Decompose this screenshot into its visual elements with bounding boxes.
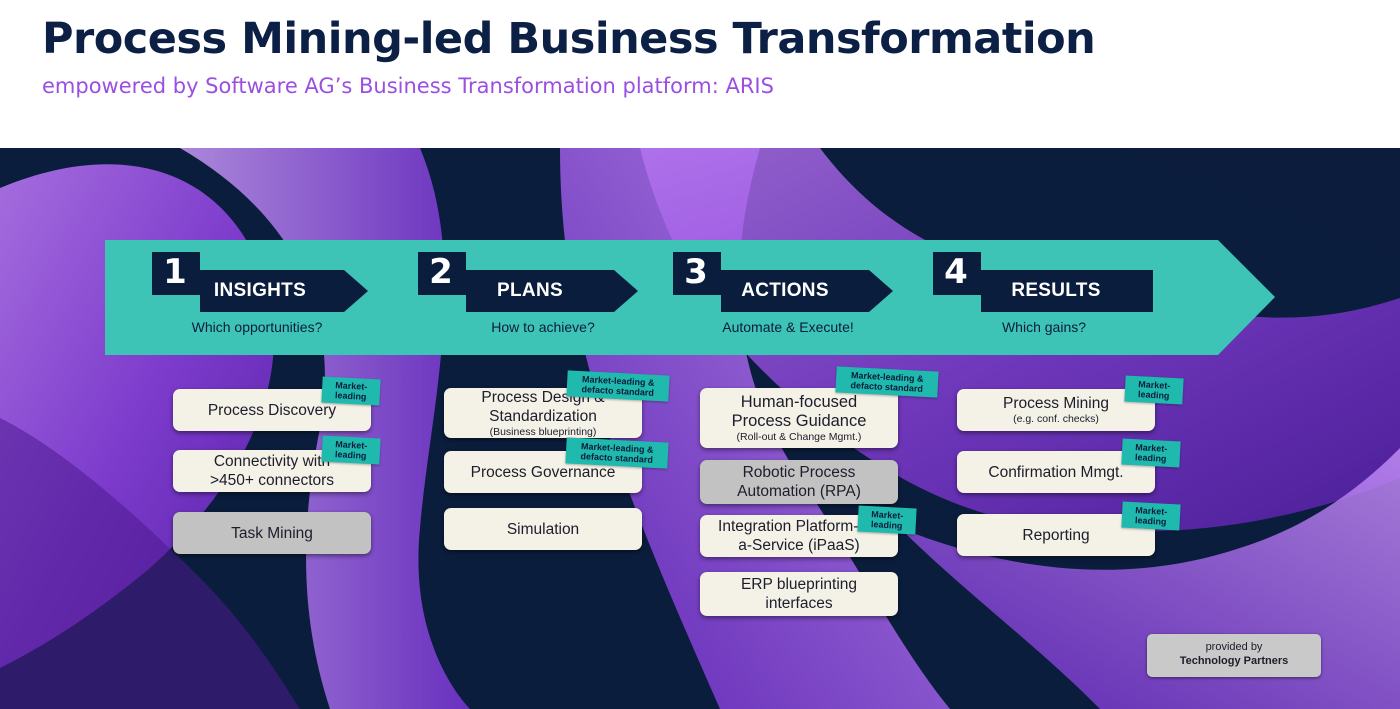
step-1-number: 1 — [163, 252, 187, 292]
market-leading-badge: Market- leading — [1121, 501, 1181, 531]
card-human-focused-guidance: Human-focused Process Guidance (Roll-out… — [700, 388, 898, 448]
card-label: Integration Platform-as- a-Service (iPaa… — [718, 518, 880, 554]
card-label: ERP blueprinting interfaces — [740, 576, 858, 612]
step-4-subtitle: Which gains? — [1001, 319, 1087, 335]
card-label: Human-focused Process Guidance — [731, 392, 867, 430]
market-leading-badge: Market- leading — [1124, 375, 1184, 405]
provided-by-badge: provided by Technology Partners — [1147, 634, 1321, 677]
card-label: Process Mining — [1003, 395, 1109, 412]
technology-partners-label: Technology Partners — [1179, 655, 1289, 667]
step-3-number: 3 — [684, 252, 708, 292]
card-label: Robotic Process Automation (RPA) — [737, 464, 861, 500]
market-leading-defacto-badge: Market-leading & defacto standard — [565, 437, 669, 469]
step-2-title: PLANS — [497, 280, 563, 301]
card-label: Connectivity with >450+ connectors — [209, 453, 335, 489]
step-3-title: ACTIONS — [741, 280, 829, 301]
page-title: Process Mining-led Business Transformati… — [42, 14, 1096, 64]
market-leading-defacto-badge: Market-leading & defacto standard — [835, 366, 939, 398]
page-subtitle: empowered by Software AG’s Business Tran… — [42, 74, 774, 98]
card-label: Process Design & Standardization — [481, 388, 604, 425]
market-leading-defacto-badge: Market-leading & defacto standard — [566, 370, 670, 402]
card-note: (Roll-out & Change Mgmt.) — [736, 430, 862, 443]
card-label: Task Mining — [231, 524, 313, 542]
step-1-subtitle: Which opportunities? — [191, 319, 323, 335]
diagram-stage: 1 INSIGHTS Which opportunities? 2 PLANS … — [0, 148, 1400, 709]
market-leading-badge: Market- leading — [857, 505, 917, 535]
step-4-number: 4 — [944, 252, 968, 292]
step-2-subtitle: How to achieve? — [491, 319, 595, 335]
market-leading-badge: Market- leading — [321, 435, 381, 465]
card-note: (Business blueprinting) — [489, 425, 597, 438]
step-3-subtitle: Automate & Execute! — [722, 319, 854, 335]
card-simulation: Simulation — [444, 508, 642, 550]
card-label: Simulation — [506, 520, 580, 538]
step-1-title: INSIGHTS — [213, 280, 307, 301]
card-label: Confirmation Mmgt. — [988, 463, 1124, 481]
process-arrow-band — [105, 240, 1275, 355]
card-label: Process Governance — [470, 463, 616, 481]
market-leading-badge: Market- leading — [321, 376, 381, 406]
provided-by-label: provided by — [1205, 641, 1263, 653]
card-label: Reporting — [1022, 526, 1090, 544]
card-connectivity: Connectivity with >450+ connectors — [173, 450, 371, 492]
card-process-discovery: Process Discovery — [173, 389, 371, 431]
card-label: Process Discovery — [207, 401, 337, 419]
card-task-mining: Task Mining — [173, 512, 371, 554]
card-rpa: Robotic Process Automation (RPA) — [700, 460, 898, 504]
step-4-title: RESULTS — [1011, 280, 1101, 301]
card-process-mining: Process Mining (e.g. conf. checks) — [957, 389, 1155, 431]
market-leading-badge: Market- leading — [1121, 438, 1181, 468]
card-erp-blueprinting: ERP blueprinting interfaces — [700, 572, 898, 616]
card-note: (e.g. conf. checks) — [1013, 413, 1099, 425]
step-2-number: 2 — [429, 252, 453, 292]
